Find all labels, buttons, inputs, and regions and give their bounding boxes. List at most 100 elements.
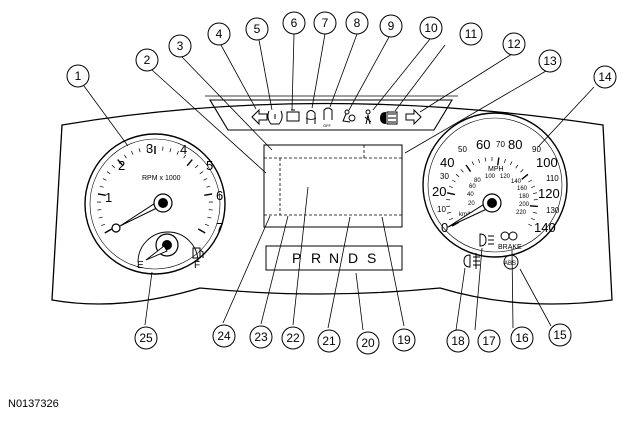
leader-lines	[83, 33, 595, 331]
kmh-100: 100	[485, 174, 496, 180]
callout-4-label: 4	[216, 27, 223, 41]
callout-9-label: 9	[388, 19, 395, 33]
callout-3: 3	[168, 34, 192, 58]
callout-4: 4	[207, 22, 231, 46]
brake-label: BRAKE	[498, 244, 522, 251]
mph-40: 40	[440, 155, 454, 170]
kmh-140: 140	[511, 179, 522, 185]
tach-tick	[106, 171, 111, 175]
tach-tick	[176, 150, 179, 155]
speed-tick	[460, 169, 464, 173]
speed-tick	[504, 158, 506, 163]
mph-20: 20	[432, 184, 446, 199]
speed-tick	[515, 164, 519, 169]
warning-lamp-pod	[209, 99, 453, 131]
speed-tick	[484, 157, 487, 162]
callout-3-label: 3	[177, 39, 184, 53]
mph-110: 110	[546, 174, 559, 183]
mph-50: 50	[458, 145, 467, 154]
callout-11: 11	[459, 22, 483, 46]
abs-warning-icon: ABS	[503, 254, 519, 270]
tach-tick	[204, 193, 213, 197]
kmh-120: 120	[500, 174, 511, 180]
callout-10: 10	[419, 16, 443, 40]
tach-tick	[194, 164, 199, 169]
mph-10: 10	[437, 205, 446, 214]
kmh-160: 160	[517, 186, 528, 192]
tach-scale-7: 7	[216, 220, 223, 235]
callout-6: 6	[282, 11, 306, 35]
tach-tick	[183, 154, 187, 159]
kmh-80: 80	[474, 178, 481, 184]
callout-20: 20	[356, 331, 380, 355]
speed-tick	[496, 157, 500, 166]
callout-18: 18	[446, 329, 470, 353]
callout-9: 9	[379, 14, 403, 38]
right-turn-arrow-icon	[405, 108, 422, 126]
callout-13: 13	[538, 49, 562, 73]
callout-14-label: 14	[598, 70, 612, 84]
mph-70: 70	[496, 140, 505, 149]
callout-14: 14	[593, 65, 617, 89]
callout-24: 24	[212, 324, 236, 348]
speed-tick	[451, 179, 456, 183]
callout-8: 8	[345, 11, 369, 35]
mph-0: 0	[441, 220, 448, 235]
callout-1: 1	[66, 64, 90, 88]
kmh-220: 220	[516, 210, 527, 216]
speed-tick	[471, 161, 475, 166]
callout-17: 17	[477, 329, 501, 353]
callout-23-label: 23	[254, 330, 268, 344]
tach-tick	[146, 146, 148, 151]
kmh-200: 200	[519, 202, 530, 208]
tach-tick	[199, 171, 204, 175]
callout-12: 12	[502, 32, 526, 56]
tach-scale-2: 2	[118, 158, 125, 173]
tach-tick	[138, 148, 141, 153]
mph-100: 100	[536, 155, 558, 170]
speed-tick	[530, 218, 535, 221]
tach-tick	[102, 178, 107, 181]
seatbelt-icon	[364, 109, 372, 125]
tc-off-label: OFF	[323, 123, 332, 128]
gear-d: D	[348, 250, 358, 266]
speed-tick	[529, 205, 538, 208]
callouts: 1 2 3 4 5 6 7 8 9 10 11 12 13 14 15 16 1…	[66, 11, 617, 355]
fuel-empty-label: E	[137, 260, 144, 271]
callout-7-label: 7	[322, 16, 329, 30]
mph-130: 130	[546, 206, 560, 215]
kmh-60: 60	[469, 184, 476, 190]
callout-2-label: 2	[144, 53, 151, 67]
speed-tick	[478, 158, 480, 163]
callout-5: 5	[245, 17, 269, 41]
tire-pressure-icon	[267, 110, 283, 125]
fog-lamp-icon	[463, 253, 480, 269]
abs-label: ABS	[504, 261, 516, 267]
speedometer-ticks	[446, 157, 538, 227]
callout-7: 7	[313, 11, 337, 35]
speed-tick	[528, 179, 533, 183]
speed-tick	[509, 161, 513, 166]
speed-tick	[530, 185, 535, 188]
tach-scale-4: 4	[180, 142, 187, 157]
callout-19-label: 19	[397, 333, 411, 347]
callout-10-label: 10	[424, 21, 438, 35]
speed-tick	[446, 192, 456, 196]
gear-r: R	[311, 250, 321, 266]
speed-tick	[532, 192, 537, 194]
speed-tick	[455, 174, 460, 178]
callout-23: 23	[249, 325, 273, 349]
callout-5-label: 5	[254, 22, 261, 36]
mph-label: MPH	[488, 166, 504, 173]
left-turn-arrow-icon	[251, 108, 268, 126]
callout-13-label: 13	[543, 54, 557, 68]
kmh-20: 20	[468, 201, 475, 207]
speed-tick	[532, 212, 537, 214]
callout-2: 2	[135, 48, 159, 72]
callout-6-label: 6	[291, 16, 298, 30]
figure-id: N0137326	[8, 398, 59, 410]
callout-11-label: 11	[465, 27, 478, 41]
check-engine-icon	[286, 109, 300, 122]
